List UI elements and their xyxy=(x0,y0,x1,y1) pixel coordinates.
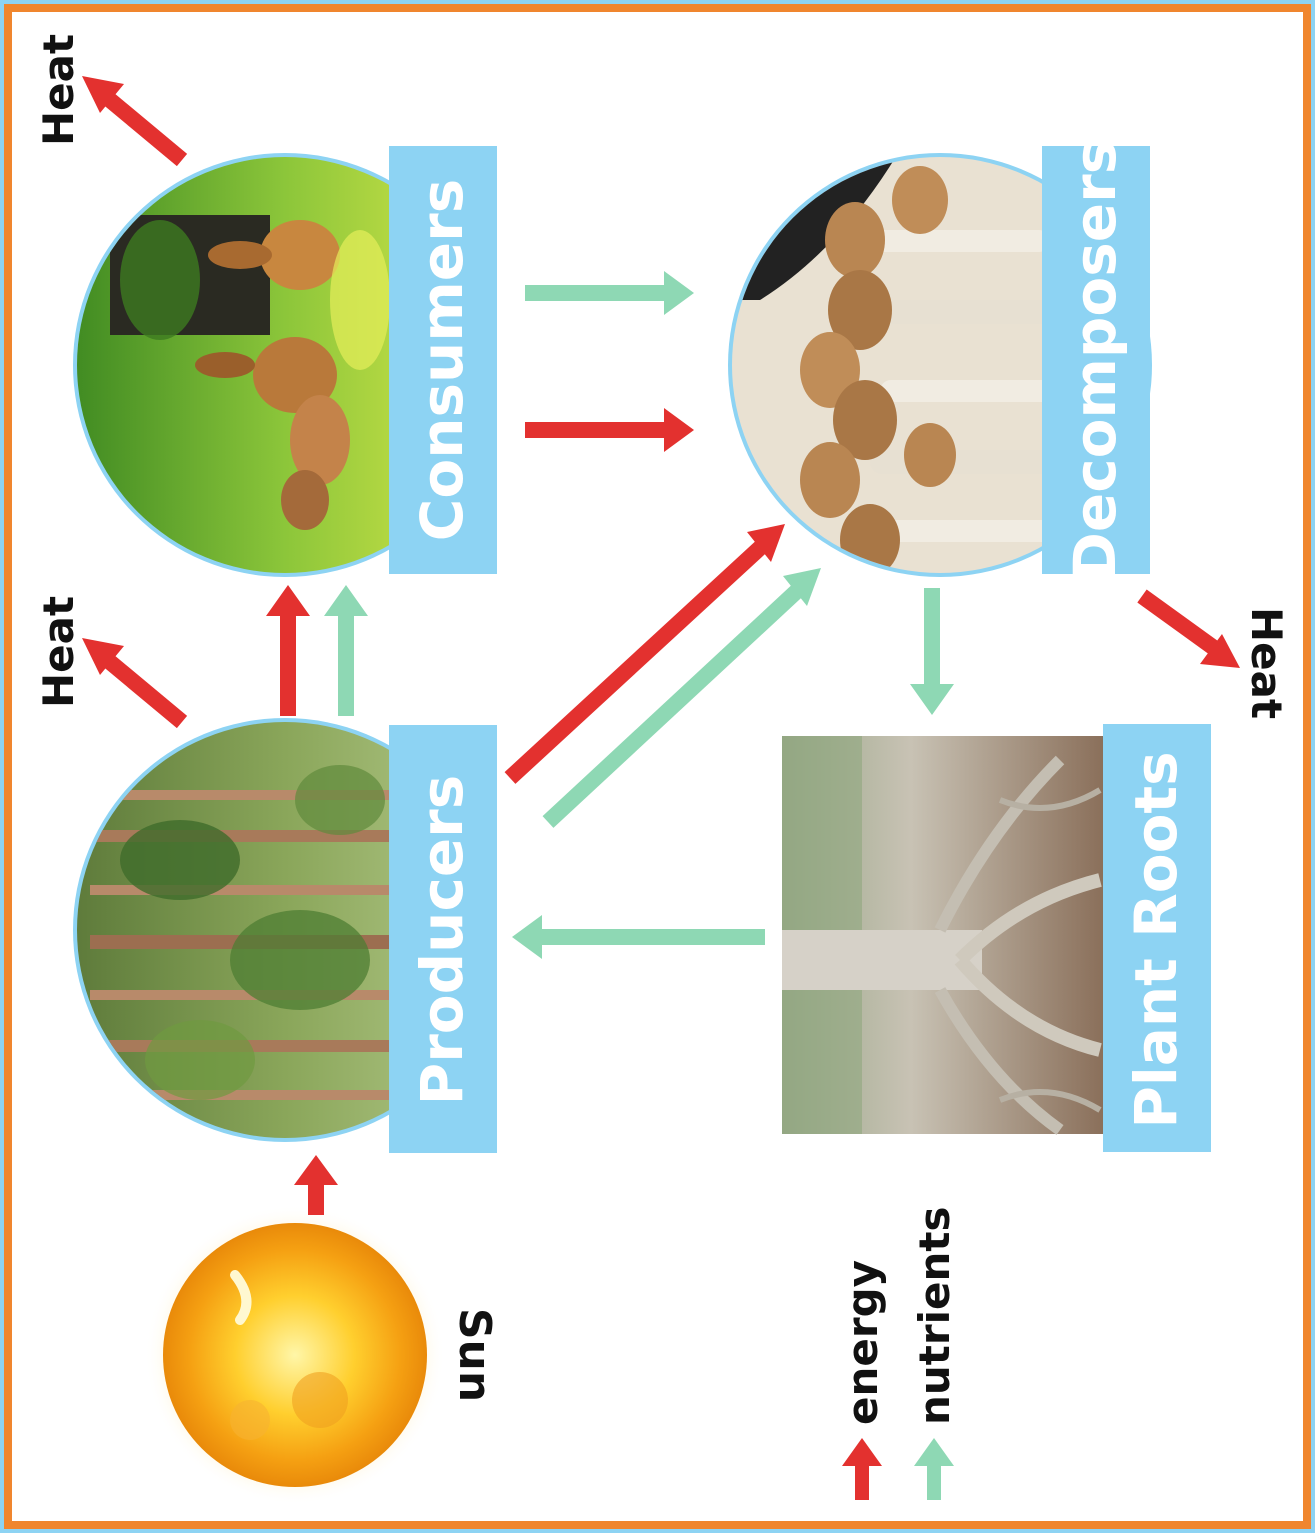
arrow-roots-to-producers-nutrients xyxy=(512,915,765,959)
arrow-sun-to-producers-energy xyxy=(294,1155,338,1215)
producers-label-text: Producers xyxy=(408,775,476,1106)
legend-nutrients-label: nutrients xyxy=(910,1207,959,1425)
consumers-label-text: Consumers xyxy=(408,179,476,541)
decomposers-label-text: Decomposers xyxy=(1061,140,1129,581)
arrow-producers-heat xyxy=(82,638,188,729)
arrow-consumers-heat xyxy=(82,76,188,167)
legend-nutrients-arrow xyxy=(914,1438,954,1500)
heat-label-consumers: Heat xyxy=(34,34,83,146)
arrow-producers-to-decomposers-energy xyxy=(504,524,785,784)
plant-roots-image xyxy=(782,736,1104,1135)
legend: energy nutrients xyxy=(838,1207,959,1500)
arrow-producers-to-decomposers-nutrients xyxy=(542,568,821,828)
heat-label-producers: Heat xyxy=(34,596,83,708)
arrow-decomposers-heat xyxy=(1137,589,1240,668)
producers-label: Producers xyxy=(389,725,497,1153)
arrow-decomposers-to-roots-nutrients xyxy=(910,588,954,715)
legend-energy-label: energy xyxy=(838,1260,887,1425)
plant-roots-label: Plant Roots xyxy=(1103,724,1211,1152)
arrow-producers-to-consumers-energy xyxy=(266,585,310,716)
arrow-producers-to-consumers-nutrients xyxy=(324,585,368,716)
consumers-label: Consumers xyxy=(389,146,497,574)
sun-label: Sun xyxy=(449,1308,500,1402)
decomposers-label: Decomposers xyxy=(1042,140,1150,581)
plant-roots-label-text: Plant Roots xyxy=(1122,751,1190,1128)
arrow-consumers-to-decomposers-energy xyxy=(525,408,694,452)
sun-image xyxy=(145,1205,445,1505)
arrow-consumers-to-decomposers-nutrients xyxy=(525,271,694,315)
legend-energy-arrow xyxy=(842,1438,882,1500)
heat-label-decomposers: Heat xyxy=(1242,607,1291,719)
